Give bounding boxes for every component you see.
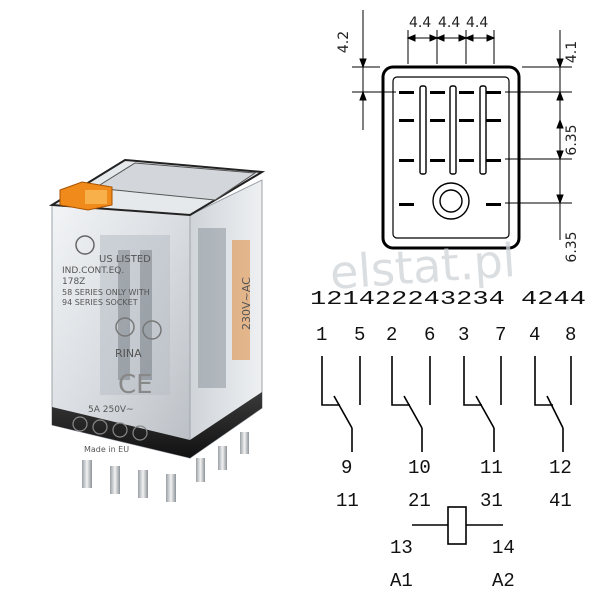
dim-pitch-2: 4.4	[438, 15, 460, 31]
label-made-in: Made in EU	[84, 445, 129, 454]
contact-2-common: 10	[408, 457, 431, 479]
contact-3-common-alt: 31	[480, 490, 503, 512]
ul-logo-icon	[75, 235, 95, 255]
dim-right-mid: 6.35	[564, 124, 580, 155]
contact-markers	[72, 416, 148, 441]
dimension-drawing: 4.4 4.4 4.4 4.2 4.1 6.35 6.35	[336, 10, 580, 263]
contact-2-nc: 2	[386, 324, 397, 346]
center-hole-inner	[439, 189, 463, 213]
contact-1-nc: 1	[316, 324, 327, 346]
housing-inner	[392, 76, 510, 239]
contact-4-common: 12	[549, 457, 572, 479]
label-series2: 94 SERIES SOCKET	[62, 298, 138, 307]
pin-slots	[399, 91, 501, 206]
contact-2-no: 6	[424, 324, 435, 346]
contact-4-no: 8	[565, 324, 576, 346]
vertical-slots	[419, 85, 487, 175]
contact-3-common: 11	[480, 457, 503, 479]
label-rating: 5A 250V~	[88, 405, 134, 415]
coil-left-alt: A1	[390, 570, 413, 592]
contact-1-common-alt: 11	[336, 490, 359, 512]
contact-1-common: 9	[341, 457, 352, 479]
pin-header-row: 121422243234 4244	[310, 288, 586, 310]
coil-right-terminal: 14	[492, 537, 515, 559]
contact-group-2: 2 6 10 21	[386, 324, 435, 512]
dim-right-bottom: 6.35	[564, 231, 580, 262]
contact-3-nc: 3	[458, 324, 469, 346]
housing-outline	[381, 65, 521, 250]
label-cont1: IND.CONT.EQ.	[62, 266, 124, 276]
ce-mark-icon: CE	[118, 370, 153, 400]
label-cont2: 178Z	[62, 277, 85, 287]
contact-4-common-alt: 41	[549, 490, 572, 512]
relay-product-image: US LISTED IND.CONT.EQ. 178Z 58 SERIES ON…	[48, 158, 266, 502]
relay-internals	[100, 228, 250, 395]
cert-logo-icon	[115, 317, 135, 337]
contact-group-3: 3 7 11 31	[458, 324, 506, 512]
contact-group-1: 1 5 9 11	[316, 324, 365, 512]
label-series1: 58 SERIES ONLY WITH	[62, 288, 150, 297]
contact-3-no: 7	[495, 324, 506, 346]
coil-left-terminal: 13	[390, 537, 413, 559]
contact-group-4: 4 8 12 41	[529, 324, 576, 512]
relay-top-label	[93, 162, 257, 201]
relay-base	[52, 392, 262, 458]
dim-pitch-1: 4.4	[409, 15, 431, 31]
dim-top-offset: 4.2	[336, 31, 352, 53]
right-dim-lines	[505, 30, 572, 240]
watermark: elstat.pl	[328, 233, 517, 300]
contact-1-no: 5	[354, 324, 365, 346]
center-hole	[432, 182, 470, 220]
dim-right-top: 4.1	[564, 41, 580, 63]
top-dim-lines	[406, 30, 496, 64]
coil-right-alt: A2	[492, 570, 515, 592]
label-voltage: 230V~AC	[240, 277, 253, 330]
label-rina: RINA	[115, 347, 142, 360]
coil-symbol	[412, 506, 503, 545]
contact-2-common-alt: 21	[408, 490, 431, 512]
cert-logo-icon-2	[142, 320, 162, 340]
contact-4-nc: 4	[529, 324, 540, 346]
left-dim-lines	[352, 10, 396, 130]
wiring-schematic: 121422243234 4244 1 5 9 11 2 6	[310, 288, 586, 592]
dim-pitch-3: 4.4	[466, 15, 488, 31]
relay-pins	[82, 432, 249, 502]
relay-case-labels: US LISTED IND.CONT.EQ. 178Z 58 SERIES ON…	[62, 235, 253, 454]
label-listed: US LISTED	[99, 254, 151, 265]
test-button-icon	[59, 181, 113, 211]
coil-box	[447, 506, 467, 545]
